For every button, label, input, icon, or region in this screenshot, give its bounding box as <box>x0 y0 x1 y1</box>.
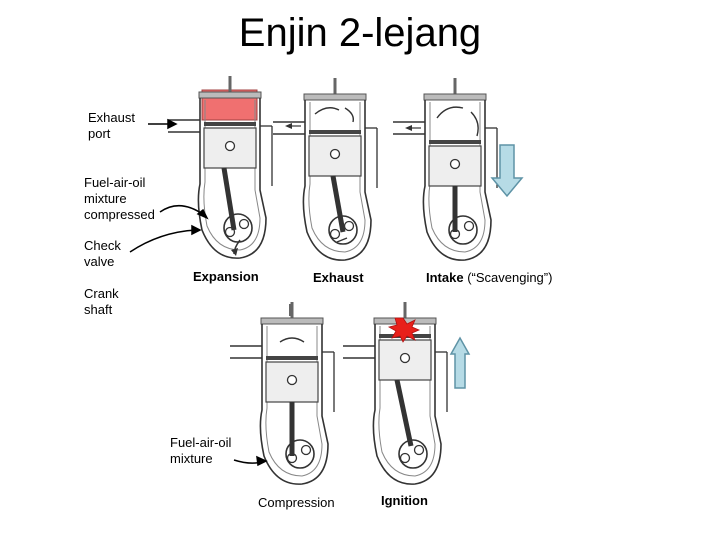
label-exhaust-port: Exhaust port <box>88 110 135 141</box>
piston-up-arrow-icon <box>449 336 471 389</box>
leader-lines <box>129 118 268 467</box>
stage-label-exhaust: Exhaust <box>313 270 364 285</box>
label-mixture-compressed: Fuel-air-oil mixture compressed <box>84 175 155 222</box>
stage-label-compression: Compression <box>258 495 335 510</box>
spark-icon <box>387 317 421 343</box>
page-title: Enjin 2-lejang <box>238 11 482 55</box>
engine-intake <box>391 76 499 262</box>
stage-label-intake-rest: (“Scavenging”) <box>463 270 553 285</box>
engine-expansion <box>166 74 274 260</box>
piston-down-arrow-icon <box>490 144 524 198</box>
engine-compression <box>228 300 336 486</box>
engine-ignition <box>341 300 449 486</box>
stage-label-expansion: Expansion <box>193 269 259 284</box>
stage-label-intake: Intake (“Scavenging”) <box>426 270 552 286</box>
stage-label-intake-bold: Intake <box>426 270 464 285</box>
stage-label-ignition: Ignition <box>381 493 428 508</box>
label-crank-shaft: Crank shaft <box>84 286 119 317</box>
label-check-valve: Check valve <box>84 238 121 269</box>
label-fuel-air-oil-mixture: Fuel-air-oil mixture <box>170 435 232 466</box>
engine-exhaust <box>271 76 379 262</box>
